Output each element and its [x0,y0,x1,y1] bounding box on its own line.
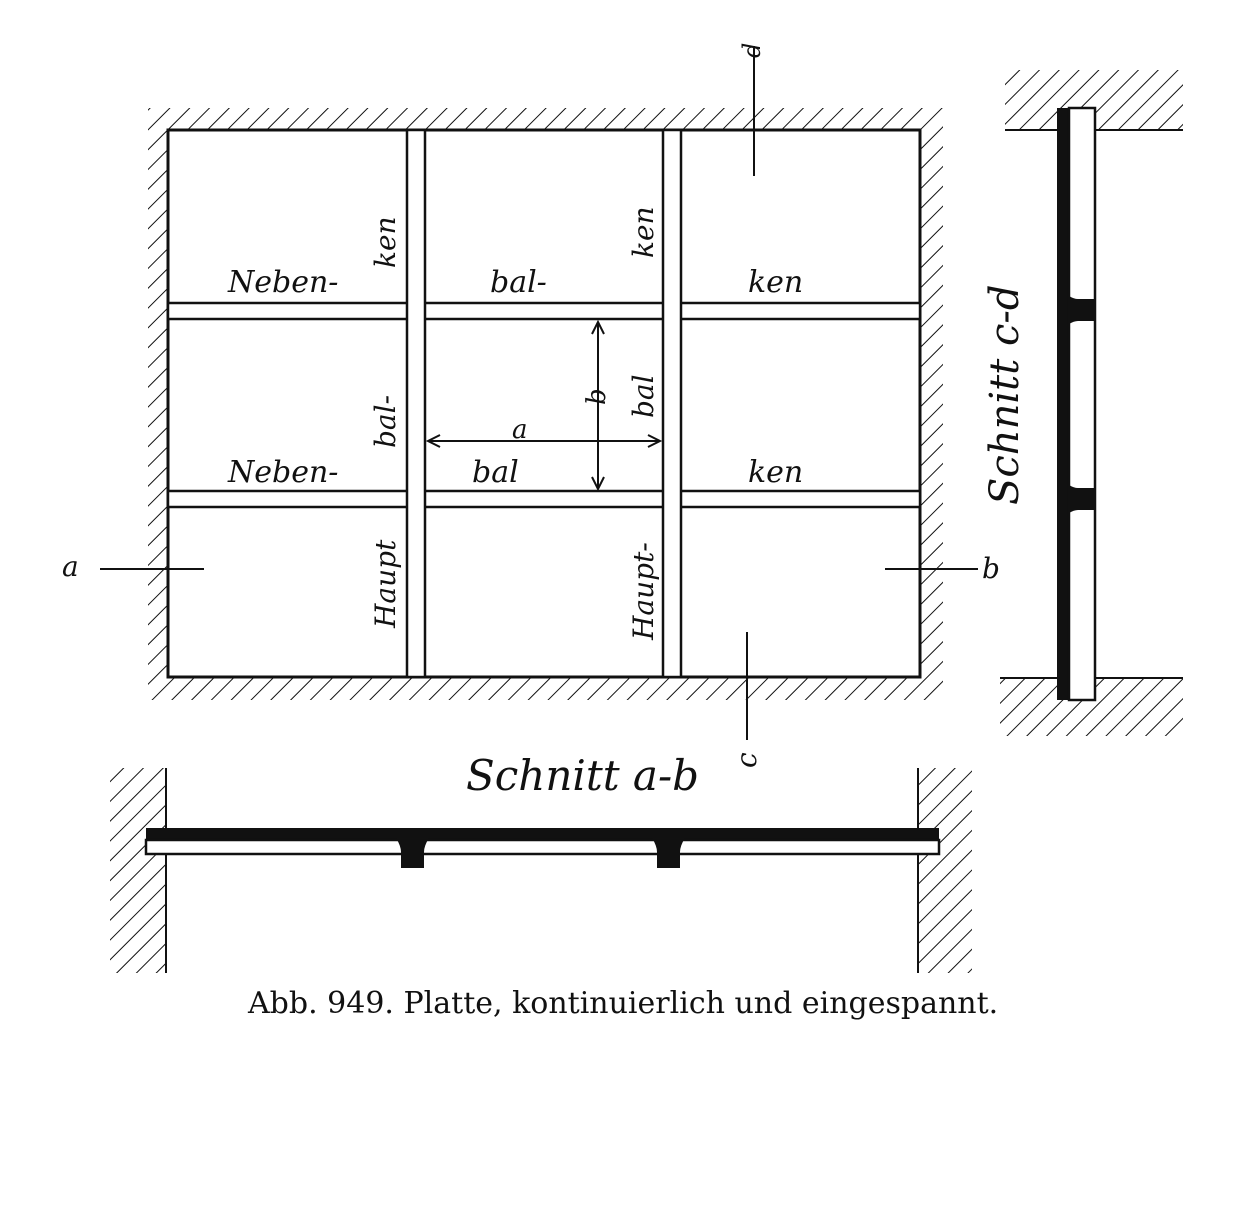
cut-mark-c: c [730,752,763,768]
section-ab-title: Schnitt a-b [466,751,699,800]
section-cd-slab-light [1067,106,1097,702]
secondary-beam-top [166,301,922,321]
section-ab-beam-1 [396,838,429,868]
secondary-beams [166,301,922,509]
label-neben-top-1: Neben- [227,265,338,300]
cut-mark-a: a [62,550,79,583]
dimension-b-label: b [582,388,612,405]
plan-view: Neben- bal- ken Neben- bal ken Haupt bal… [62,43,1000,768]
main-beam-left [405,128,427,679]
section-cd-slab-dark [1057,108,1069,700]
section-ab-right-wall [918,768,972,973]
dimension-b [591,319,605,492]
section-cd: Schnitt c-d [982,70,1183,736]
plan-wall-hatch [148,108,943,700]
main-beams [405,128,683,679]
section-cd-beam-2 [1069,485,1094,513]
label-haupt-left-3: ken [369,216,402,268]
label-neben-mid-2: bal [472,455,519,490]
section-ab-slab-light [144,838,941,856]
section-cd-beam-1 [1069,296,1094,324]
figure-caption: Abb. 949. Platte, kontinuierlich und ein… [247,986,998,1021]
plan-inner-outline [166,128,922,679]
label-haupt-right-3: ken [627,206,660,258]
section-cd-title: Schnitt c-d [982,284,1028,505]
label-neben-top-3: ken [748,265,803,300]
section-ab-beam-2 [652,838,685,868]
cut-line-cd [746,46,755,740]
label-neben-top-2: bal- [490,265,547,300]
cut-mark-d: d [738,43,766,58]
main-beam-right [661,128,683,679]
section-ab-left-wall [110,768,166,973]
label-haupt-right-2: bal [627,374,660,418]
label-haupt-right-1: Haupt- [627,542,660,641]
label-neben-mid-3: ken [748,455,803,490]
secondary-beam-middle [166,489,922,509]
label-neben-mid-1: Neben- [227,455,338,490]
label-haupt-left-1: Haupt [369,539,402,629]
dimension-a [425,434,663,448]
section-ab: Schnitt a-b [110,751,972,973]
cut-mark-b: b [982,552,1000,585]
label-haupt-left-2: bal- [369,395,402,448]
section-ab-slab-dark [146,828,939,840]
dimension-a-label: a [512,415,528,445]
